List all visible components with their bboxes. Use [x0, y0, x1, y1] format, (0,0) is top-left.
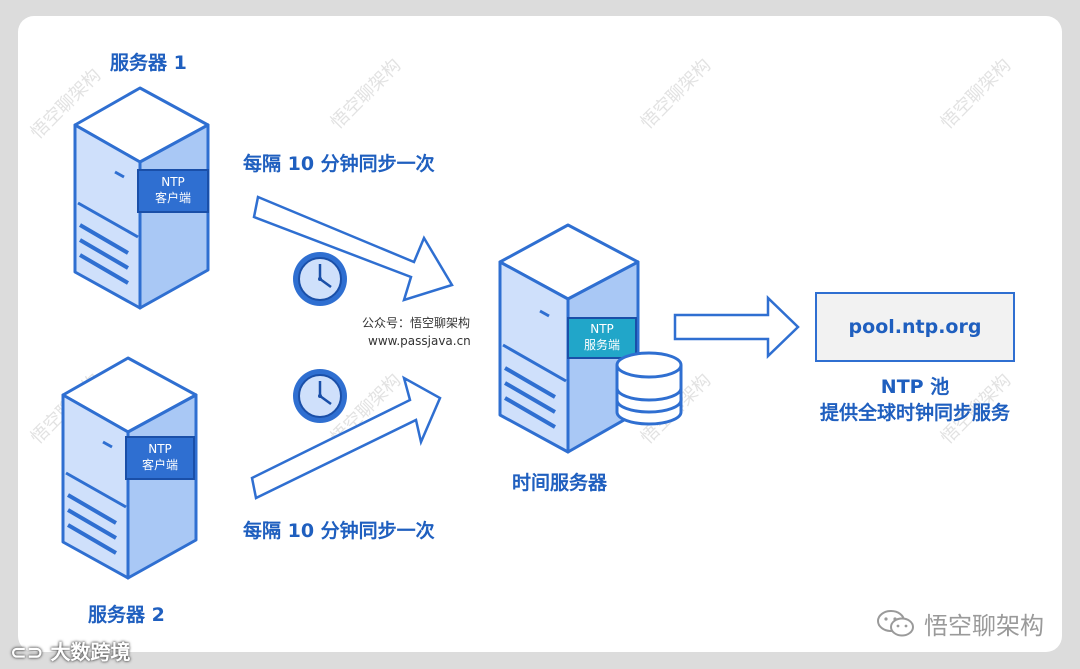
- sync-label-bottom: 每隔 10 分钟同步一次: [243, 520, 435, 542]
- tag-line: NTP: [161, 175, 185, 189]
- pool-caption-line-1: NTP 池: [880, 376, 950, 398]
- ntp-server-tag: [567, 317, 637, 359]
- tag-line: 客户端: [154, 191, 191, 205]
- brand-text: 悟空聊架构: [924, 612, 1044, 640]
- time-server-label: 时间服务器: [512, 472, 608, 494]
- sync-arrow-right: [673, 295, 800, 359]
- clock-icon: [293, 252, 347, 306]
- clock-icon: [293, 369, 347, 423]
- database-icon: [615, 351, 683, 426]
- sync-arrow-bottom: [250, 375, 442, 500]
- sync-label-top: 每隔 10 分钟同步一次: [243, 153, 435, 175]
- server-2-label: 服务器 2: [88, 604, 165, 626]
- corner-watermark: ⊂⊃ 大数跨境: [10, 636, 130, 665]
- ntp-client-tag-2: [125, 436, 195, 480]
- ntp-client-tag-1: [137, 169, 209, 213]
- ntp-pool-address: pool.ntp.org: [848, 316, 982, 338]
- corner-watermark-text: 大数跨境: [50, 640, 131, 664]
- watermark-line-1: 公众号：悟空聊架构: [362, 316, 471, 330]
- sync-arrow-top: [252, 195, 454, 302]
- ntp-pool-caption: NTP 池 提供全球时钟同步服务: [790, 374, 1040, 426]
- tag-line: NTP: [148, 442, 172, 456]
- server-1-label: 服务器 1: [110, 52, 187, 74]
- ntp-pool-box: pool.ntp.org: [815, 292, 1015, 362]
- corner-logo-icon: ⊂⊃: [10, 640, 44, 664]
- ntp-client-tag-1-text: NTP 客户端: [138, 174, 208, 206]
- tag-line: 客户端: [141, 458, 178, 472]
- ntp-server-tag-text: NTP 服务端: [568, 321, 636, 353]
- brand-watermark: 悟空聊架构: [876, 606, 1044, 641]
- ntp-client-tag-2-text: NTP 客户端: [126, 441, 194, 473]
- pool-caption-line-2: 提供全球时钟同步服务: [819, 402, 1010, 424]
- wechat-icon: [877, 609, 914, 636]
- tag-line: NTP: [590, 322, 614, 336]
- tag-line: 服务端: [583, 338, 620, 352]
- watermark-line-2: www.passjava.cn: [368, 334, 471, 348]
